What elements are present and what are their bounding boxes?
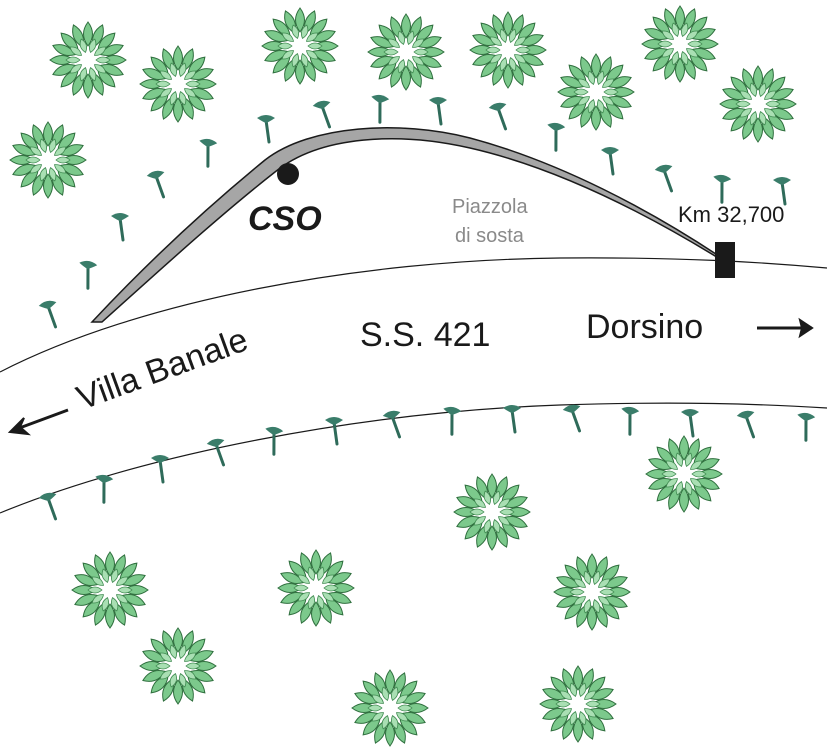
rest-area-label-1: Piazzola — [452, 196, 528, 218]
bush-icon — [277, 549, 355, 627]
pine-tree-icon — [599, 145, 621, 176]
bush-icon — [71, 551, 149, 629]
point-marker-icon — [277, 163, 299, 185]
pine-tree-icon — [260, 424, 286, 457]
pine-tree-icon — [734, 407, 761, 441]
marker-label: CSO — [248, 200, 322, 238]
pine-tree-icon — [255, 113, 277, 144]
pine-tree-icon — [144, 167, 171, 201]
pine-tree-icon — [560, 401, 587, 435]
bush-icon — [49, 21, 127, 99]
pine-tree-icon — [323, 415, 345, 446]
bush-icon — [553, 553, 631, 631]
bush-icon — [539, 665, 617, 743]
pine-tree-icon — [708, 172, 734, 205]
bush-icon — [139, 627, 217, 705]
bush-icon — [351, 669, 429, 747]
pine-tree-icon — [366, 92, 392, 125]
pine-tree-icon — [380, 407, 407, 441]
arrow-right-icon — [757, 317, 814, 339]
pine-tree-icon — [427, 95, 449, 126]
pine-tree-icon — [149, 453, 171, 484]
bush-icon — [469, 11, 547, 89]
pine-tree-icon — [771, 175, 793, 206]
pine-tree-icon — [36, 297, 63, 331]
rest-area-bypass — [90, 127, 729, 323]
bush-icon — [139, 45, 217, 123]
bush-icon — [645, 435, 723, 513]
bush-icon — [641, 5, 719, 83]
right-destination-label: Dorsino — [586, 308, 703, 346]
pine-tree-icon — [542, 120, 568, 153]
road-upper-edge — [0, 257, 827, 373]
left-destination-label: Villa Banale — [72, 321, 253, 418]
arrow-left-icon — [7, 408, 69, 436]
pine-tree-icon — [90, 472, 116, 505]
pine-tree-icon — [616, 404, 642, 437]
pine-tree-icon — [652, 161, 679, 195]
pine-tree-icon — [194, 136, 220, 169]
bush-icon — [367, 13, 445, 91]
pine-tree-icon — [74, 258, 100, 291]
kilometer-post-icon — [715, 242, 735, 278]
pine-tree-icon — [501, 403, 523, 434]
bush-icon — [719, 65, 797, 143]
pine-tree-icon — [438, 404, 464, 437]
pine-tree-icon — [679, 407, 701, 438]
pine-tree-icon — [792, 410, 818, 443]
bush-icon — [261, 7, 339, 85]
bush-icon — [9, 121, 87, 199]
kilometer-label: Km 32,700 — [678, 202, 784, 227]
bush-icon — [557, 53, 635, 131]
pine-tree-icon — [310, 97, 337, 131]
pine-tree-icon — [204, 435, 231, 469]
road-lower-edge — [0, 402, 827, 514]
bush-icon — [453, 473, 531, 551]
rest-area-label-2: di sosta — [455, 225, 525, 247]
pine-tree-icon — [109, 211, 131, 242]
pine-tree-icon — [486, 99, 513, 133]
pine-tree-icon — [36, 489, 63, 523]
road-name-label: S.S. 421 — [360, 316, 490, 354]
